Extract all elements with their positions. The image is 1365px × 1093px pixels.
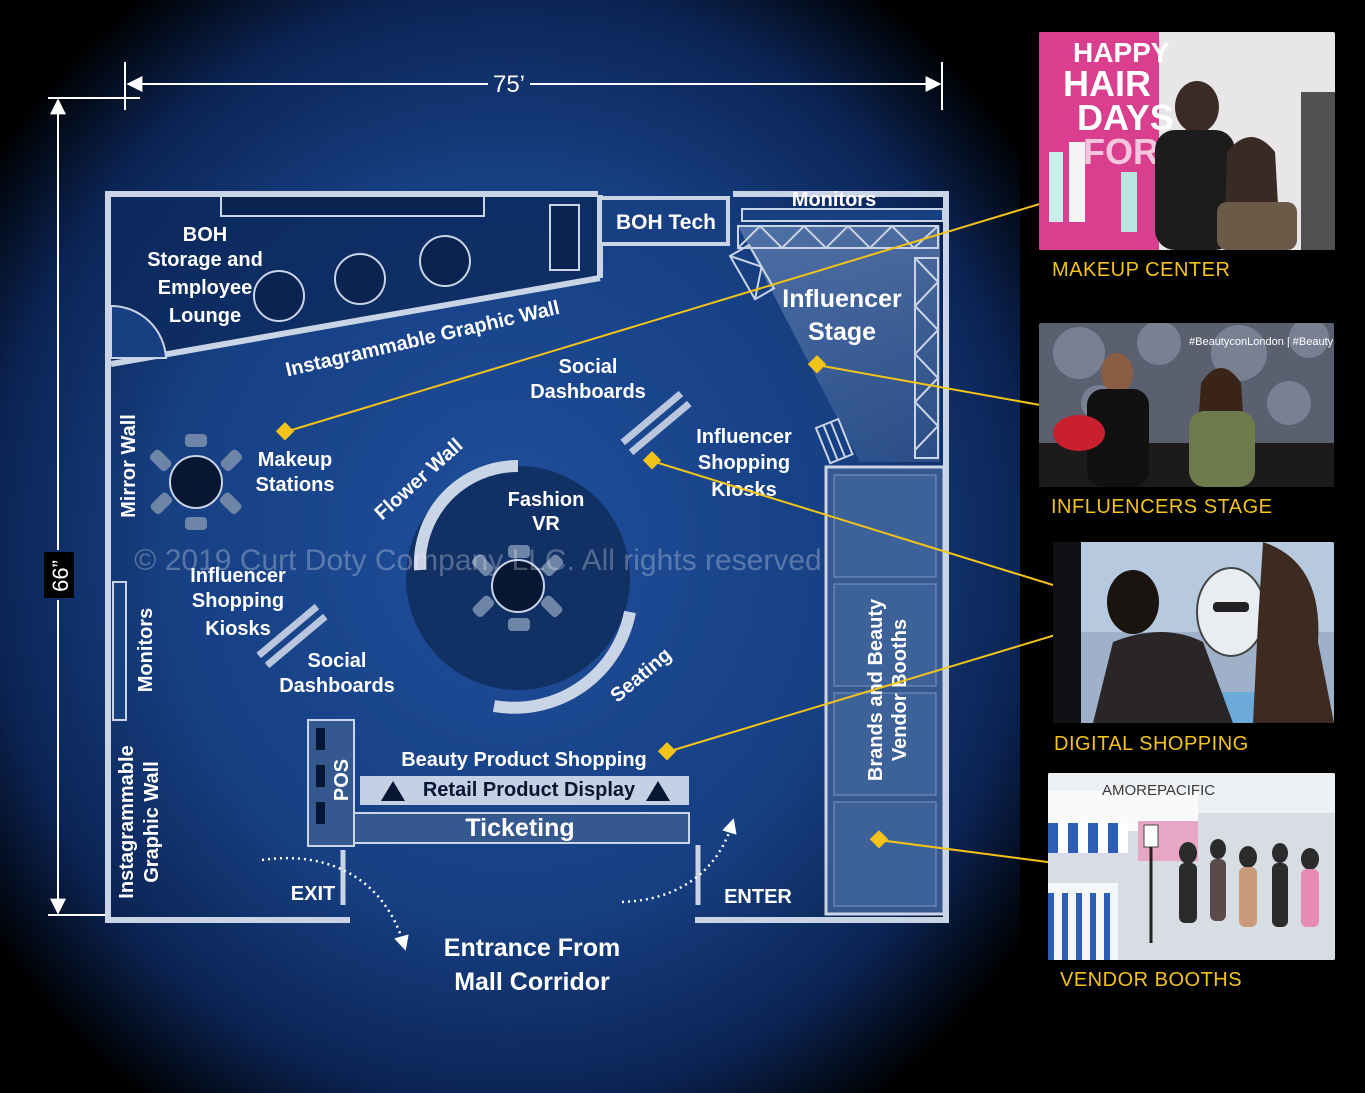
boh-door: [110, 304, 168, 359]
boh-tech-room: [598, 196, 730, 246]
influencers-stage-label: INFLUENCERS STAGE: [1051, 496, 1273, 518]
svg-text:Influencer: Influencer: [782, 285, 902, 313]
makeup-center-photo: HAPPY HAIR DAYS FOR: [1039, 32, 1335, 250]
monitors-left-bar: [112, 581, 127, 721]
svg-text:Influencer: Influencer: [190, 565, 286, 587]
callout-makeup: [284, 195, 1067, 433]
monitors-left-label: Monitors: [135, 608, 157, 692]
display-triangle-left: [381, 781, 405, 801]
svg-text:#BeautyconLondon | #Beauty: #BeautyconLondon | #Beauty: [1189, 336, 1334, 348]
fashion-vr-label: Fashion VR: [508, 489, 585, 535]
boh-counter: [220, 195, 485, 217]
svg-text:Kiosks: Kiosks: [205, 618, 271, 640]
influencer-kiosks-left-label: Influencer Shopping Kiosks: [190, 565, 286, 640]
svg-text:Dashboards: Dashboards: [530, 381, 646, 403]
svg-text:Social: Social: [559, 356, 618, 378]
svg-text:BOH: BOH: [183, 224, 227, 246]
retail-product-display-label: Retail Product Display: [423, 779, 636, 801]
entrance-label: Entrance From Mall Corridor: [444, 934, 620, 996]
boh-locker: [549, 204, 580, 271]
boh-storage-label: BOH Storage and Employee Lounge: [147, 224, 263, 327]
watermark: © 2019 Curt Doty Company LLC. All rights…: [134, 544, 821, 577]
retail-product-display: [360, 776, 689, 805]
outer-walls: [105, 191, 949, 923]
exit-label: EXIT: [291, 883, 335, 905]
vr-pod: [491, 559, 545, 613]
width-dimension: [124, 62, 943, 110]
seating-arc: [492, 610, 636, 714]
svg-text:Fashion: Fashion: [508, 489, 585, 511]
ticketing-counter: [353, 812, 690, 844]
pos-counter: [307, 719, 355, 847]
svg-text:AMOREPACIFIC: AMOREPACIFIC: [1102, 782, 1215, 799]
height-label-bg: [44, 552, 74, 598]
boh-tech-label: BOH Tech: [616, 211, 716, 234]
svg-text:HAPPY: HAPPY: [1073, 37, 1170, 68]
makeup-station: [149, 434, 243, 530]
pos-label: POS: [331, 759, 353, 801]
svg-text:Influencer: Influencer: [696, 426, 792, 448]
social-dashboards-bottom-label: Social Dashboards: [279, 650, 395, 697]
mirror-wall-label: Mirror Wall: [118, 414, 140, 518]
svg-text:Social: Social: [308, 650, 367, 672]
stage-truss: [728, 224, 940, 465]
svg-text:Graphic Wall: Graphic Wall: [141, 761, 163, 883]
height-label: 66”: [48, 560, 73, 592]
social-dashboards-top: [620, 390, 692, 456]
callout-kiosks: [651, 460, 1083, 595]
callouts: [275, 195, 1083, 867]
callout-stage: [816, 364, 1069, 411]
instagram-wall-top: [110, 275, 601, 367]
svg-text:Vendor Booths: Vendor Booths: [889, 619, 911, 761]
svg-text:Stations: Stations: [256, 474, 335, 496]
digital-shopping-photo: [1053, 542, 1334, 723]
callout-vendor: [878, 839, 1079, 867]
display-triangle-right: [646, 781, 670, 801]
vendor-booths-photo: AMOREPACIFIC: [1048, 773, 1335, 960]
svg-text:DAYS: DAYS: [1077, 97, 1174, 138]
influencer-stage-label: Influencer Stage: [782, 285, 902, 346]
boh-tables: [253, 235, 471, 322]
svg-text:Makeup: Makeup: [258, 449, 332, 471]
svg-text:Entrance From: Entrance From: [444, 934, 620, 962]
ticketing-label: Ticketing: [465, 814, 574, 842]
exit-arrow: [261, 856, 409, 951]
flower-wall: [413, 459, 519, 571]
social-dashboards-bottom: [256, 603, 328, 669]
makeup-stations-label: Makeup Stations: [256, 449, 335, 496]
digital-shopping-label: DIGITAL SHOPPING: [1054, 733, 1249, 755]
svg-text:VR: VR: [532, 513, 560, 535]
svg-text:Shopping: Shopping: [698, 452, 790, 474]
callout-shopping: [666, 629, 1073, 753]
vendor-booths-label: VENDOR BOOTHS: [1060, 969, 1243, 991]
makeup-center-label: MAKEUP CENTER: [1052, 259, 1231, 281]
enter-label: ENTER: [724, 886, 792, 908]
enter-arrow: [621, 818, 737, 904]
svg-text:Dashboards: Dashboards: [279, 675, 395, 697]
vr-seats: [471, 545, 564, 631]
social-dashboards-top-label: Social Dashboards: [530, 356, 646, 403]
monitors-top-label: Monitors: [792, 189, 876, 211]
svg-text:Lounge: Lounge: [169, 305, 241, 327]
svg-text:Stage: Stage: [808, 318, 876, 346]
beauty-product-shopping-label: Beauty Product Shopping: [401, 749, 647, 771]
svg-text:Shopping: Shopping: [192, 590, 284, 612]
svg-text:Storage and: Storage and: [147, 249, 263, 271]
influencer-stage-area: [738, 226, 940, 462]
height-dimension: [48, 97, 140, 916]
svg-text:Employee: Employee: [158, 277, 252, 299]
svg-text:HAIR: HAIR: [1063, 63, 1151, 104]
instagram-wall-left-label: Instagrammable Graphic Wall: [116, 745, 163, 898]
svg-text:Instagrammable: Instagrammable: [116, 745, 138, 898]
svg-text:Mall Corridor: Mall Corridor: [454, 968, 610, 996]
monitors-top-bar: [741, 208, 944, 222]
influencers-stage-photo: #BeautyconLondon | #Beauty: [1039, 323, 1334, 487]
width-label: 75’: [493, 71, 525, 98]
svg-text:FOR: FOR: [1083, 131, 1159, 172]
